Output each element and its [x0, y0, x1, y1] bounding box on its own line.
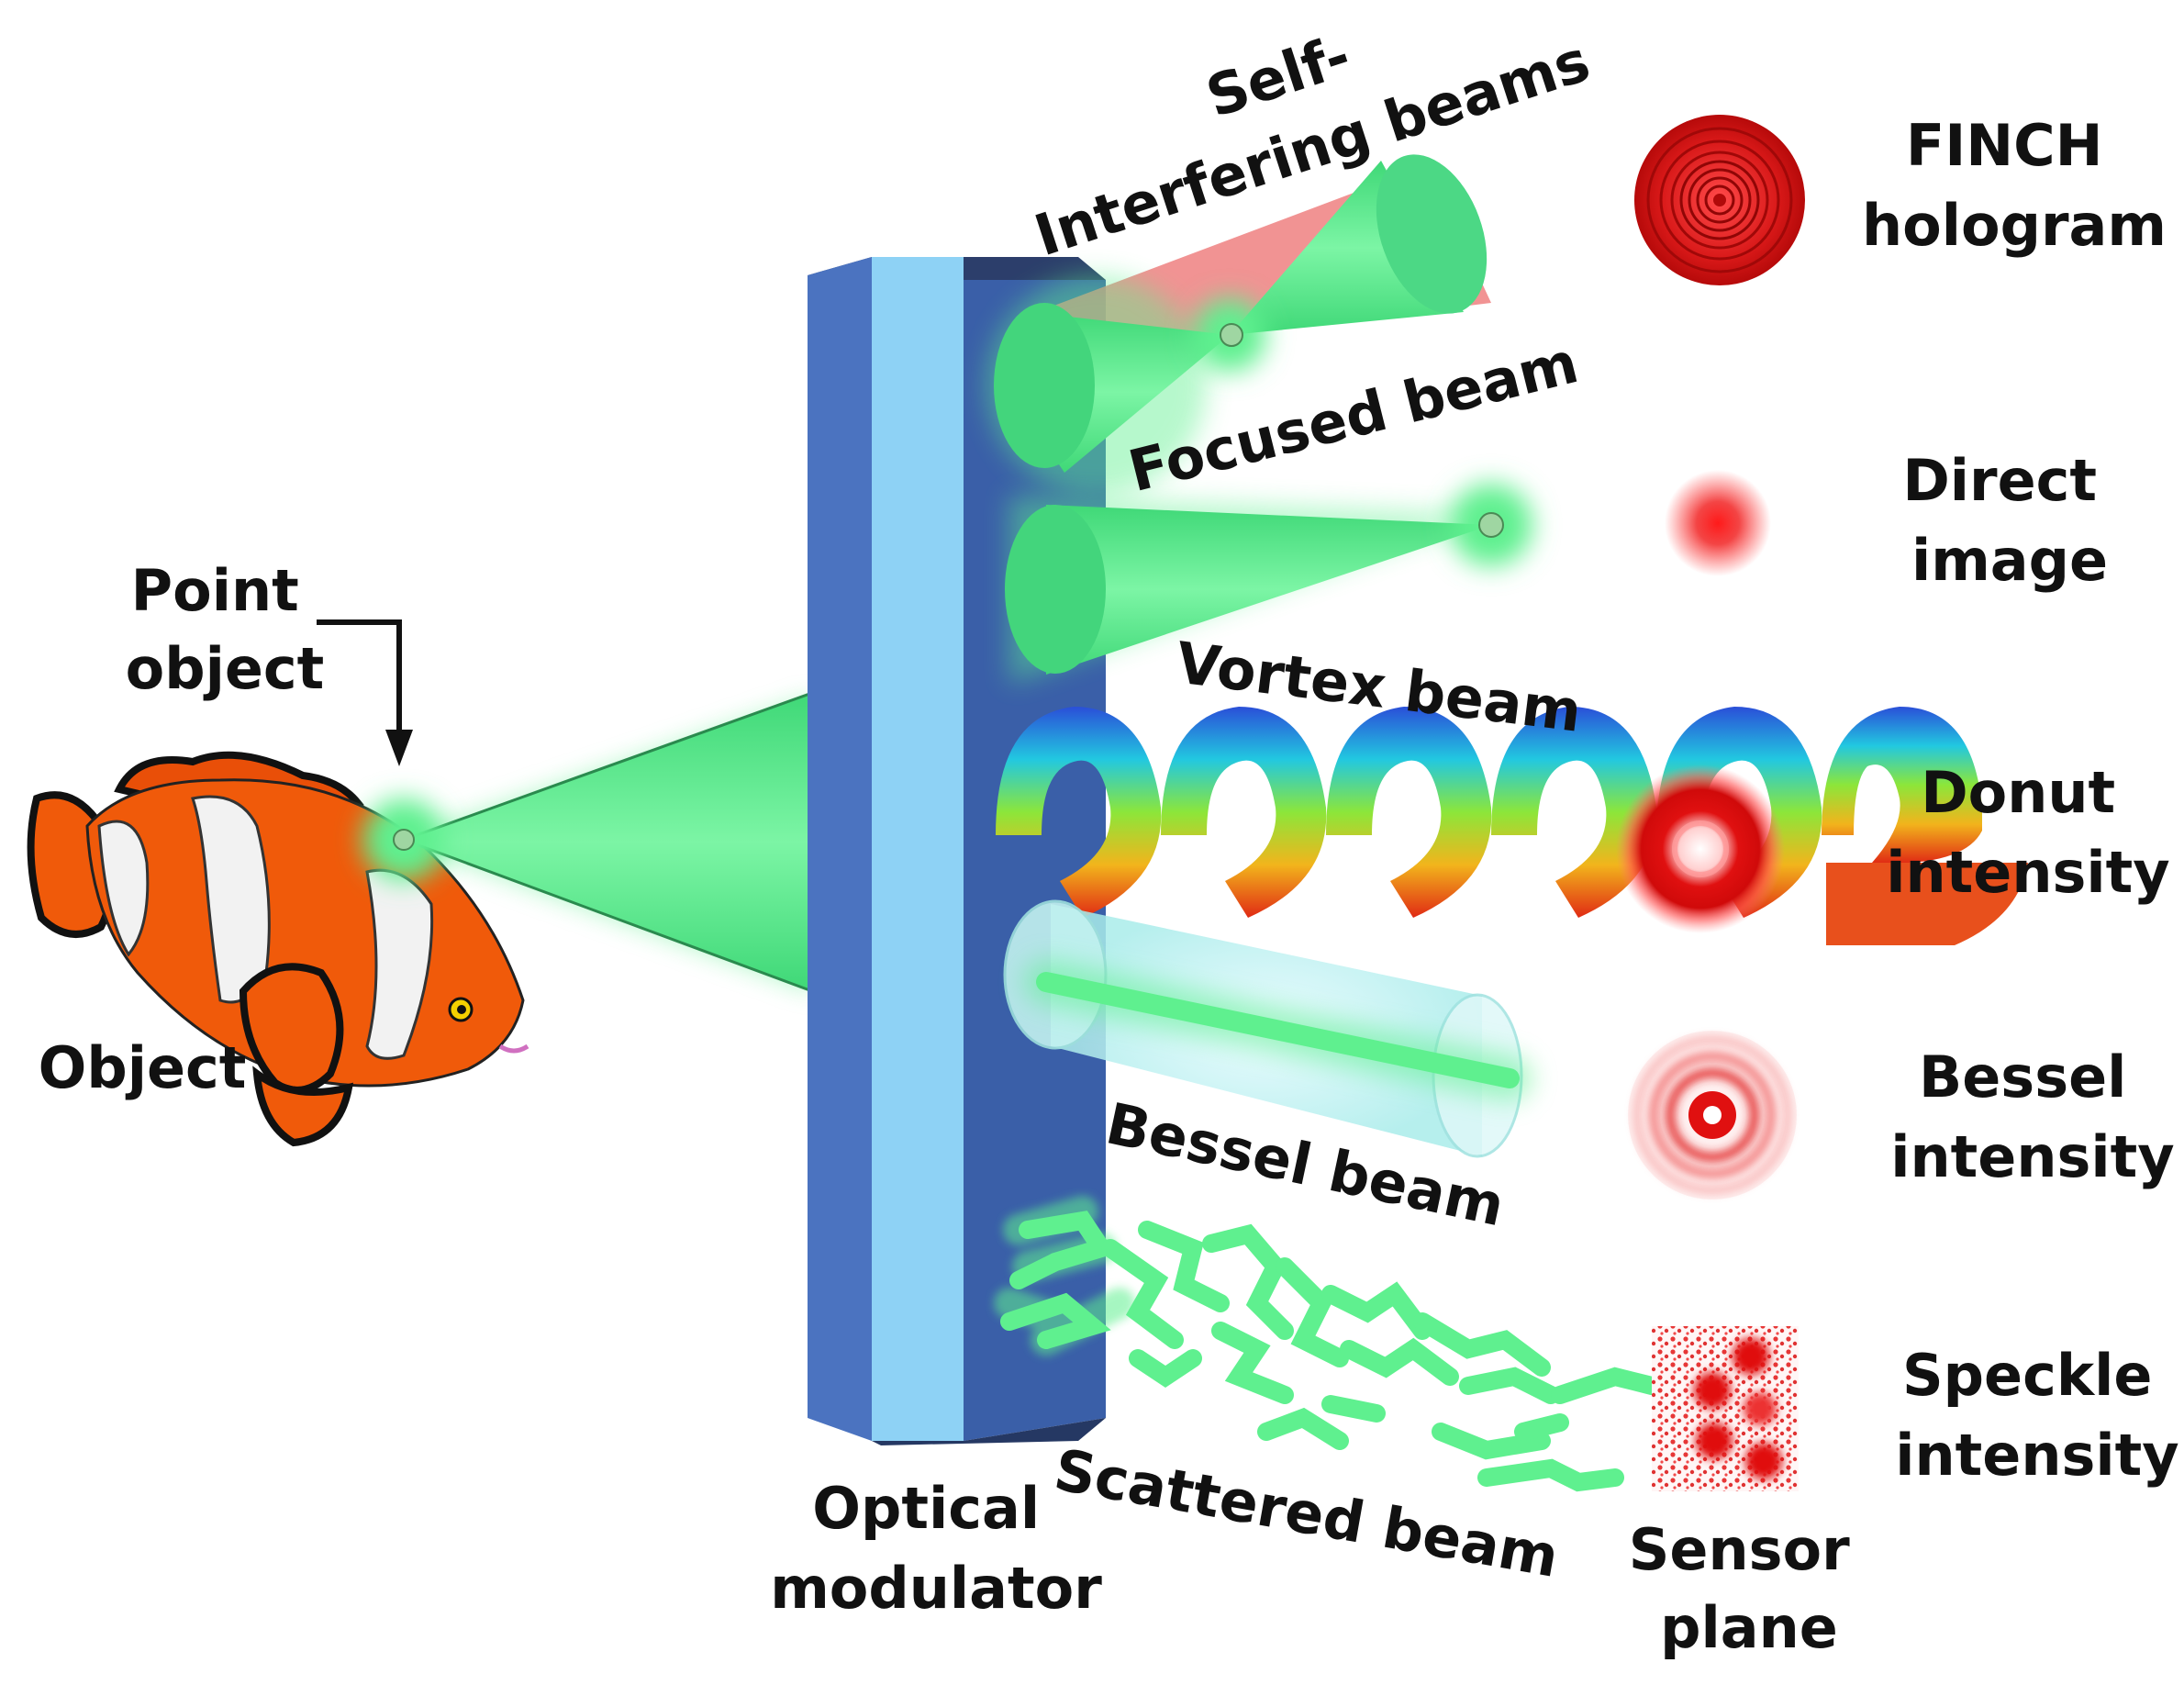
focused-cone — [1046, 505, 1491, 675]
bessel-beam — [1003, 899, 1532, 1158]
focused-beam — [1005, 484, 1532, 684]
bessel-intensity-label: Bessel intensity — [1890, 1043, 2174, 1190]
direct-image-label: Direct image — [1902, 447, 2116, 594]
input-cone — [404, 693, 812, 991]
focused-cone-mouth — [1005, 505, 1106, 674]
fish-lower-fin — [252, 1066, 354, 1147]
focused-point — [1478, 512, 1504, 538]
fish-stripe-tail — [97, 820, 150, 957]
finch-hologram-label: FINCH hologram — [1862, 112, 2167, 259]
donut-intensity-pattern — [1616, 764, 1785, 933]
vortex-helix — [996, 707, 2028, 945]
self-interfering-focus — [1220, 323, 1243, 347]
speckle-intensity-label: Speckle intensity — [1895, 1342, 2178, 1489]
self-interfering-beams — [986, 154, 1491, 496]
bessel-intensity-pattern — [1628, 1031, 1797, 1200]
donut-intensity-label: Donut intensity — [1886, 759, 2169, 906]
modulator-left-face — [808, 257, 872, 1441]
green-cone-right-mouth — [1376, 154, 1488, 314]
point-object — [393, 829, 415, 851]
scattered-beam — [994, 1196, 1661, 1492]
sensor-plane-label: Sensor plane — [1629, 1516, 1870, 1661]
point-object-arrowhead — [385, 730, 413, 766]
fish-stripe-head — [365, 868, 434, 1060]
fish-mouth — [498, 1043, 529, 1054]
green-cone-right — [1230, 161, 1464, 335]
green-cone-left-mouth — [994, 303, 1095, 468]
modulator-light-face — [872, 257, 964, 1441]
point-object-arrow — [317, 619, 402, 734]
optical-modulator-label: Optical modulator — [770, 1475, 1102, 1622]
bessel-core — [1036, 972, 1520, 1088]
modulator-bottom — [872, 1418, 1106, 1445]
object-label: Object — [39, 1034, 247, 1101]
speckle-intensity-pattern — [1652, 1326, 1799, 1491]
vortex-beam — [996, 707, 2028, 945]
fish-pectoral-fin — [239, 963, 344, 1094]
input-beam-cone — [403, 691, 817, 993]
direct-image-spot — [1665, 470, 1771, 576]
finch-hologram-pattern — [1634, 115, 1805, 285]
fish-pupil — [457, 1005, 466, 1014]
point-object-label: Point object — [126, 557, 325, 702]
